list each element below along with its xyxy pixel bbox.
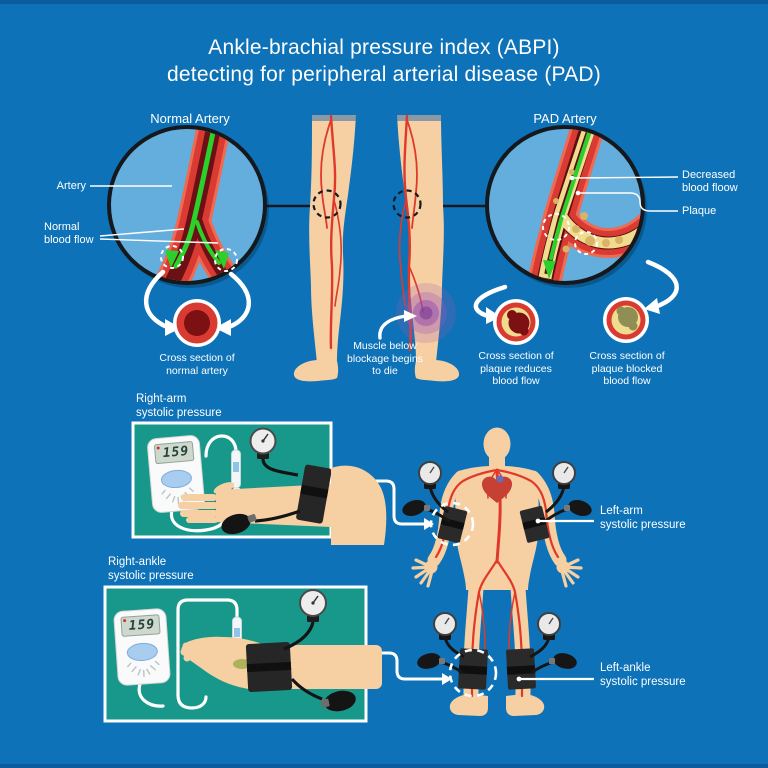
muscle-note: Muscle below blockage begins to die xyxy=(347,340,423,378)
arm-cuff xyxy=(296,464,332,524)
doppler-device-arm xyxy=(147,435,205,513)
ischemia-spot xyxy=(396,283,456,343)
panel-connector-lines xyxy=(331,479,444,681)
plaque-dashed-circles xyxy=(542,213,598,255)
heart xyxy=(481,475,513,503)
plaque-lumps xyxy=(553,169,623,253)
legs-illustration xyxy=(293,114,460,382)
doppler-device-ankle xyxy=(113,608,171,686)
inflation-bulb-arm xyxy=(221,513,257,535)
page-title-line1: Ankle-brachial pressure index (ABPI) xyxy=(208,36,560,59)
reduced-cross-caption: Cross section of plaque reduces blood fl… xyxy=(478,350,554,388)
body-label-lines xyxy=(519,519,594,681)
normal-cross-caption: Cross section of normal artery xyxy=(159,352,235,377)
body-gauges xyxy=(418,461,576,640)
top-edge-strip xyxy=(0,0,768,4)
pressure-gauge-ankle xyxy=(299,589,327,622)
pad-artery-heading: PAD Artery xyxy=(533,111,597,126)
normal-cross-section xyxy=(144,269,251,347)
decreased-blood-flow-label: Decreased blood floow xyxy=(682,169,738,194)
pad-pointer-lines xyxy=(571,176,679,212)
right-arm-station xyxy=(147,427,387,545)
knee-dashed-circles xyxy=(312,189,422,219)
right-ankle-label: Right-ankle systolic pressure xyxy=(108,556,194,582)
inflation-bulb-ankle xyxy=(320,690,356,712)
body-bulbs xyxy=(402,499,592,669)
normal-blood-flow-label: Normal blood flow xyxy=(44,221,94,246)
normal-pointer-lines xyxy=(90,185,219,244)
muscle-note-arrow xyxy=(378,310,417,340)
right-ankle-station xyxy=(113,589,382,712)
artery-label: Artery xyxy=(56,180,86,192)
bottom-edge-strip xyxy=(0,764,768,768)
measure-site-dashed-circles xyxy=(429,501,498,698)
left-ankle-label: Left-ankle systolic pressure xyxy=(600,662,686,688)
normal-artery-magnifier xyxy=(90,125,269,288)
pad-artery-magnifier xyxy=(485,125,679,288)
doppler-reading-ankle: 159 xyxy=(128,617,156,634)
ankle-cuff xyxy=(245,642,293,692)
patient-body xyxy=(402,427,594,716)
page-title-line2: detecting for peripheral arterial diseas… xyxy=(167,63,601,86)
pad-cross-sections xyxy=(473,259,679,345)
blocked-cross-caption: Cross section of plaque blocked blood fl… xyxy=(589,350,665,388)
normal-artery-heading: Normal Artery xyxy=(150,111,230,126)
pressure-gauge-arm xyxy=(249,427,277,459)
left-ankle-cuff-view xyxy=(458,648,488,690)
left-arm-label: Left-arm systolic pressure xyxy=(600,505,686,531)
right-arm-label: Right-arm systolic pressure xyxy=(136,393,222,419)
flow-dashed-circles xyxy=(160,245,238,272)
plaque-label: Plaque xyxy=(682,205,717,217)
